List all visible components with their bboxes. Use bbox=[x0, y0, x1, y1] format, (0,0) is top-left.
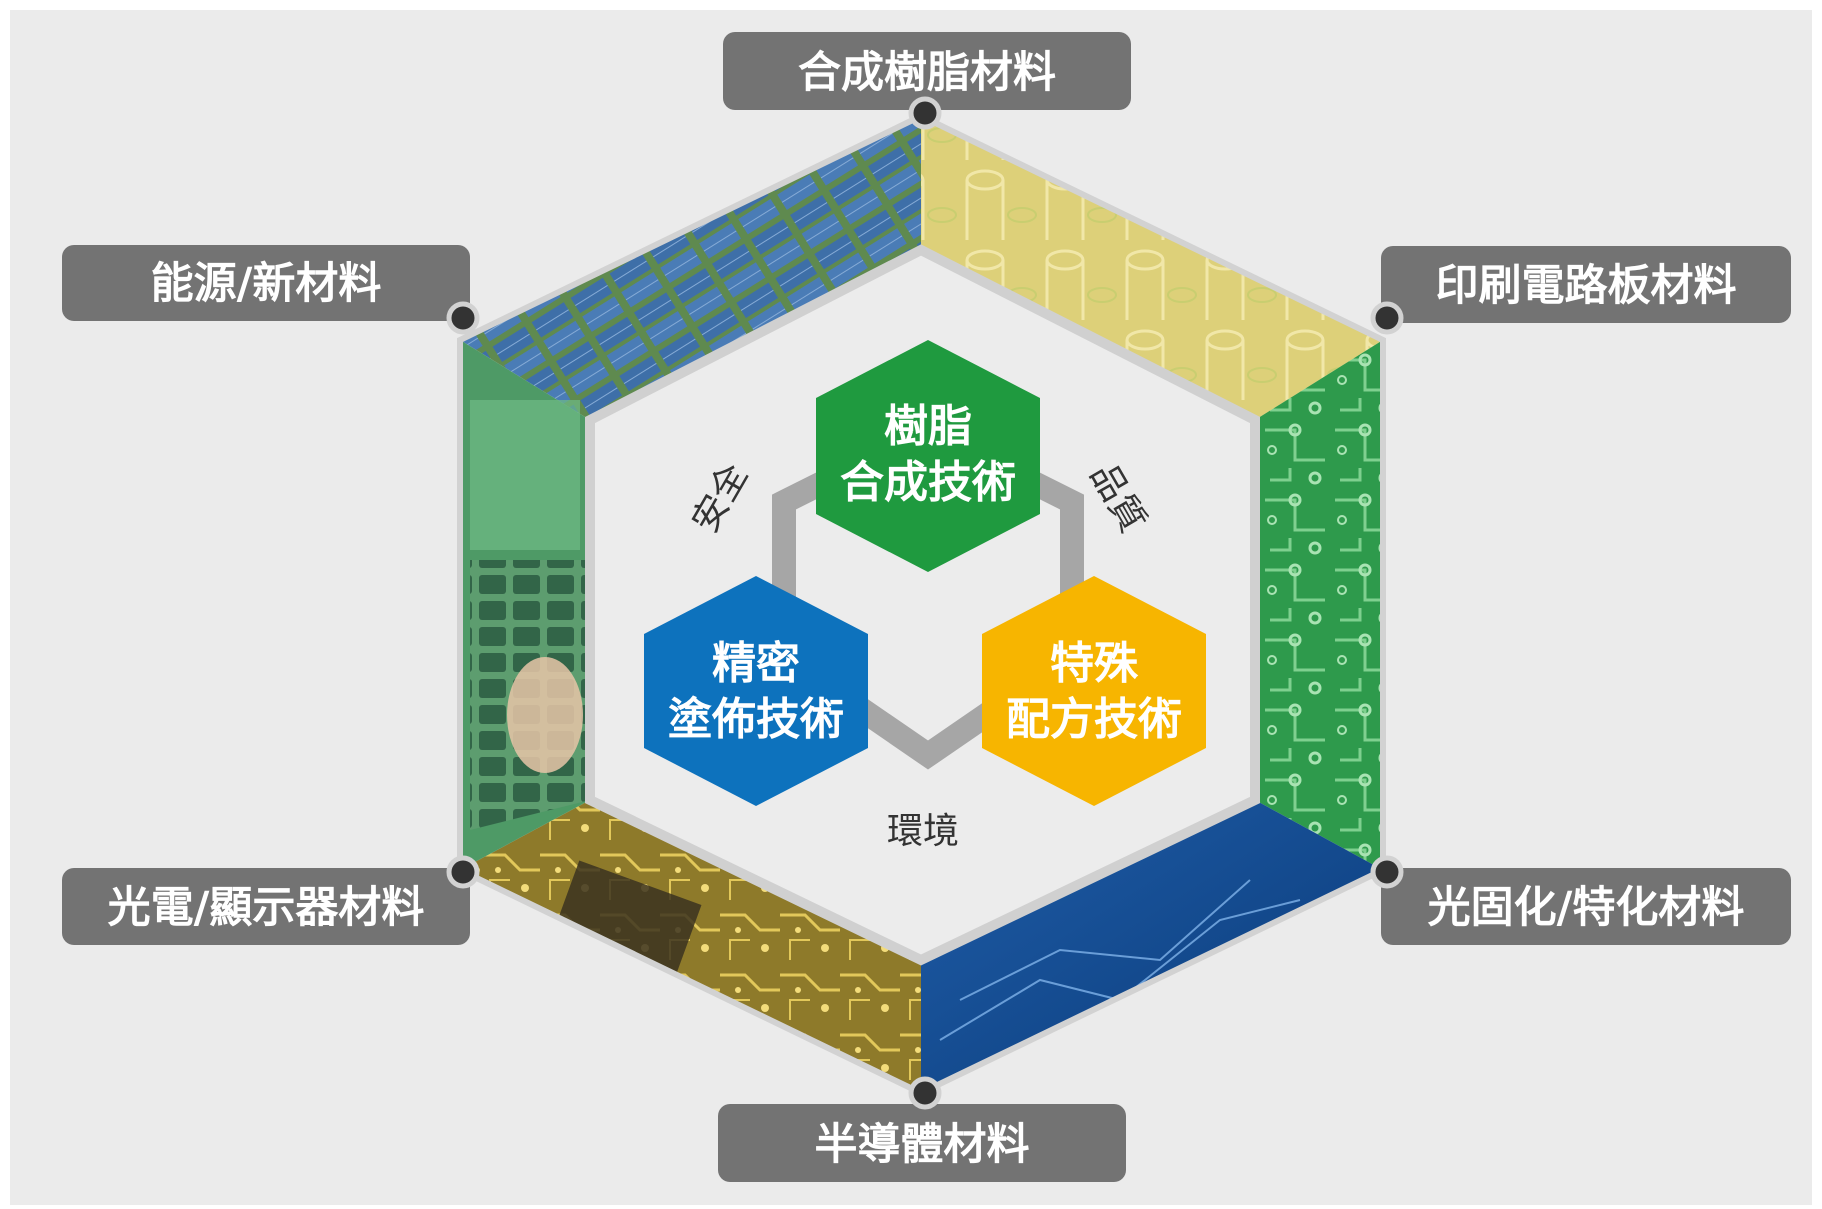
vertex-dot bbox=[446, 855, 480, 889]
core-hex-resin: 樹脂 合成技術 bbox=[816, 340, 1040, 572]
label-energy-text: 能源/新材料 bbox=[151, 259, 382, 309]
core-formula-line1: 特殊 bbox=[1050, 638, 1139, 689]
core-hex-formula-shape bbox=[982, 576, 1206, 806]
core-hex-coating-shape bbox=[644, 576, 868, 806]
sector-image-energy bbox=[460, 116, 921, 420]
label-energy: 能源/新材料 bbox=[62, 245, 470, 321]
core-coating-line1: 精密 bbox=[712, 638, 800, 689]
vertex-dot bbox=[908, 1076, 942, 1110]
sector-image-resin bbox=[921, 116, 1383, 420]
core-coating-line2: 塗佈技術 bbox=[668, 694, 844, 745]
core-hex-resin-shape bbox=[816, 340, 1040, 572]
sector-image-pcb bbox=[1255, 340, 1383, 870]
core-formula-line2: 配方技術 bbox=[1006, 694, 1182, 745]
vertex-dot bbox=[446, 301, 480, 335]
value-environment: 環境 bbox=[887, 811, 959, 852]
label-uv: 光固化/特化材料 bbox=[1381, 868, 1791, 945]
core-resin-line1: 樹脂 bbox=[884, 401, 972, 452]
core-resin-line2: 合成技術 bbox=[840, 457, 1016, 508]
core-hex-formula: 特殊 配方技術 bbox=[982, 576, 1206, 806]
label-uv-text: 光固化/特化材料 bbox=[1428, 883, 1745, 933]
core-hex-coating: 精密 塗佈技術 bbox=[644, 576, 868, 806]
label-semiconductor: 半導體材料 bbox=[718, 1104, 1126, 1182]
vertex-dots bbox=[446, 96, 1404, 1110]
label-pcb: 印刷電路板材料 bbox=[1381, 246, 1791, 323]
label-semiconductor-text: 半導體材料 bbox=[815, 1120, 1030, 1170]
vertex-dot bbox=[908, 96, 942, 130]
label-resin-text: 合成樹脂材料 bbox=[798, 48, 1056, 98]
label-display: 光電/顯示器材料 bbox=[62, 868, 470, 945]
label-display-text: 光電/顯示器材料 bbox=[108, 883, 425, 933]
sector-image-uv bbox=[921, 800, 1383, 1093]
vertex-dot bbox=[1370, 301, 1404, 335]
label-pcb-text: 印刷電路板材料 bbox=[1436, 261, 1737, 311]
vertex-dot bbox=[1370, 855, 1404, 889]
label-resin: 合成樹脂材料 bbox=[723, 32, 1131, 110]
